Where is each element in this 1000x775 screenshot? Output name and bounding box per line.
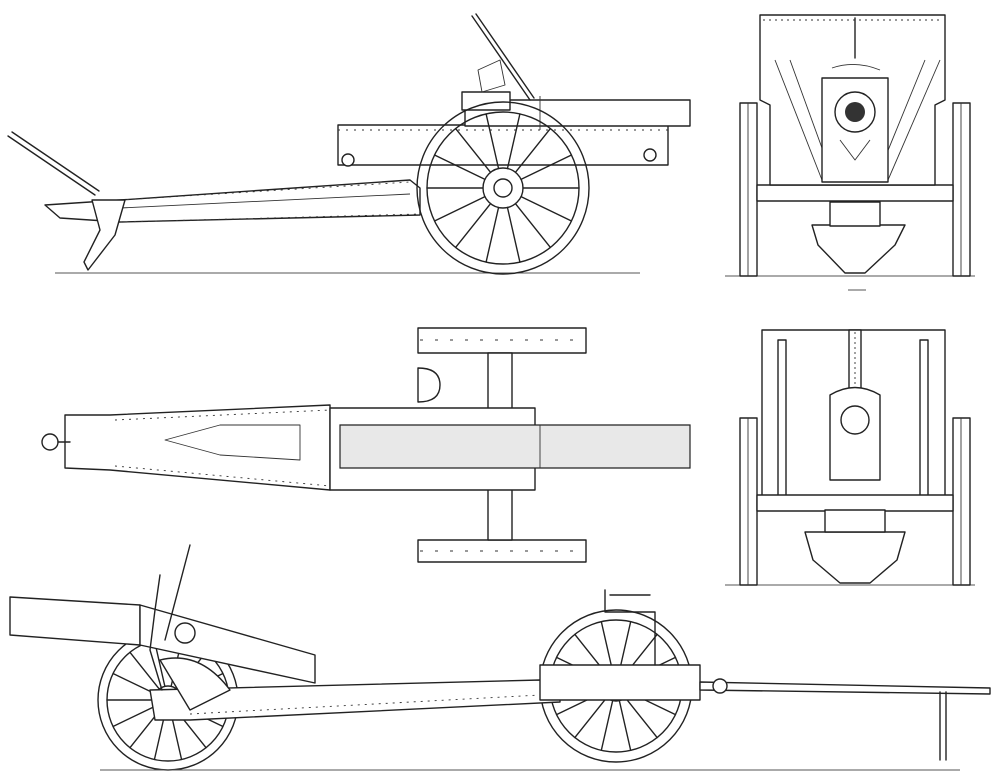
side-view-right xyxy=(7,13,691,275)
rear-axle xyxy=(756,494,954,512)
aiming-rod xyxy=(7,135,96,196)
wheel-spoke xyxy=(112,672,157,695)
limbered-shield xyxy=(149,574,163,691)
limbered-side-view xyxy=(9,544,991,771)
wheel-spoke xyxy=(433,195,486,222)
wheel-spoke xyxy=(454,127,492,174)
handwheel xyxy=(417,367,441,403)
wheel-spoke xyxy=(618,699,632,752)
wheel-spoke xyxy=(520,195,573,222)
wheel-spoke xyxy=(433,154,486,181)
top-wheel-lower xyxy=(417,539,587,563)
sight-rod xyxy=(471,15,531,101)
wheel-spoke xyxy=(129,651,160,690)
wheel-spoke xyxy=(600,620,614,673)
wheel-spoke xyxy=(514,127,552,174)
wheel-spoke xyxy=(170,712,183,761)
side-wheel xyxy=(416,101,590,275)
limber-pole xyxy=(699,681,991,695)
rear-trail xyxy=(804,531,906,584)
limber-frame xyxy=(539,664,701,701)
limber-seat-rail xyxy=(604,589,656,666)
carriage-body xyxy=(337,124,669,166)
wheel-spoke xyxy=(485,113,500,170)
limbered-barrel xyxy=(9,596,141,646)
wheel-spoke xyxy=(520,154,573,181)
rear-left-wheel xyxy=(739,417,758,586)
front-trail-end xyxy=(811,224,906,274)
left-wheel-edge xyxy=(739,102,758,277)
wheel-spoke xyxy=(485,206,500,263)
wheel-spoke xyxy=(574,697,608,739)
wheel-spoke xyxy=(506,206,521,263)
top-barrel xyxy=(339,424,691,469)
trail xyxy=(44,179,421,223)
wheel-spoke xyxy=(112,705,157,728)
wheel-spoke xyxy=(506,113,521,170)
right-wheel-edge xyxy=(952,102,971,277)
rear-right-wheel xyxy=(952,417,971,586)
top-view xyxy=(41,327,691,563)
top-wheel-upper xyxy=(417,327,587,354)
axle xyxy=(756,184,954,202)
wheel-spoke xyxy=(153,712,166,761)
wheel-spoke xyxy=(618,620,632,673)
breech-block xyxy=(461,91,511,111)
front-view xyxy=(725,14,975,291)
barrel xyxy=(464,99,691,127)
wheel-spoke xyxy=(514,202,552,249)
rear-view xyxy=(725,329,975,586)
trail-spade xyxy=(83,199,126,271)
wheel-spoke xyxy=(600,699,614,752)
elevating-handwheel xyxy=(174,622,196,644)
trail-rivet-row xyxy=(119,213,421,223)
wheel-spoke xyxy=(624,697,658,739)
top-trail xyxy=(64,404,331,491)
lunette xyxy=(41,433,59,451)
wheel-spoke xyxy=(454,202,492,249)
bore xyxy=(845,102,865,122)
